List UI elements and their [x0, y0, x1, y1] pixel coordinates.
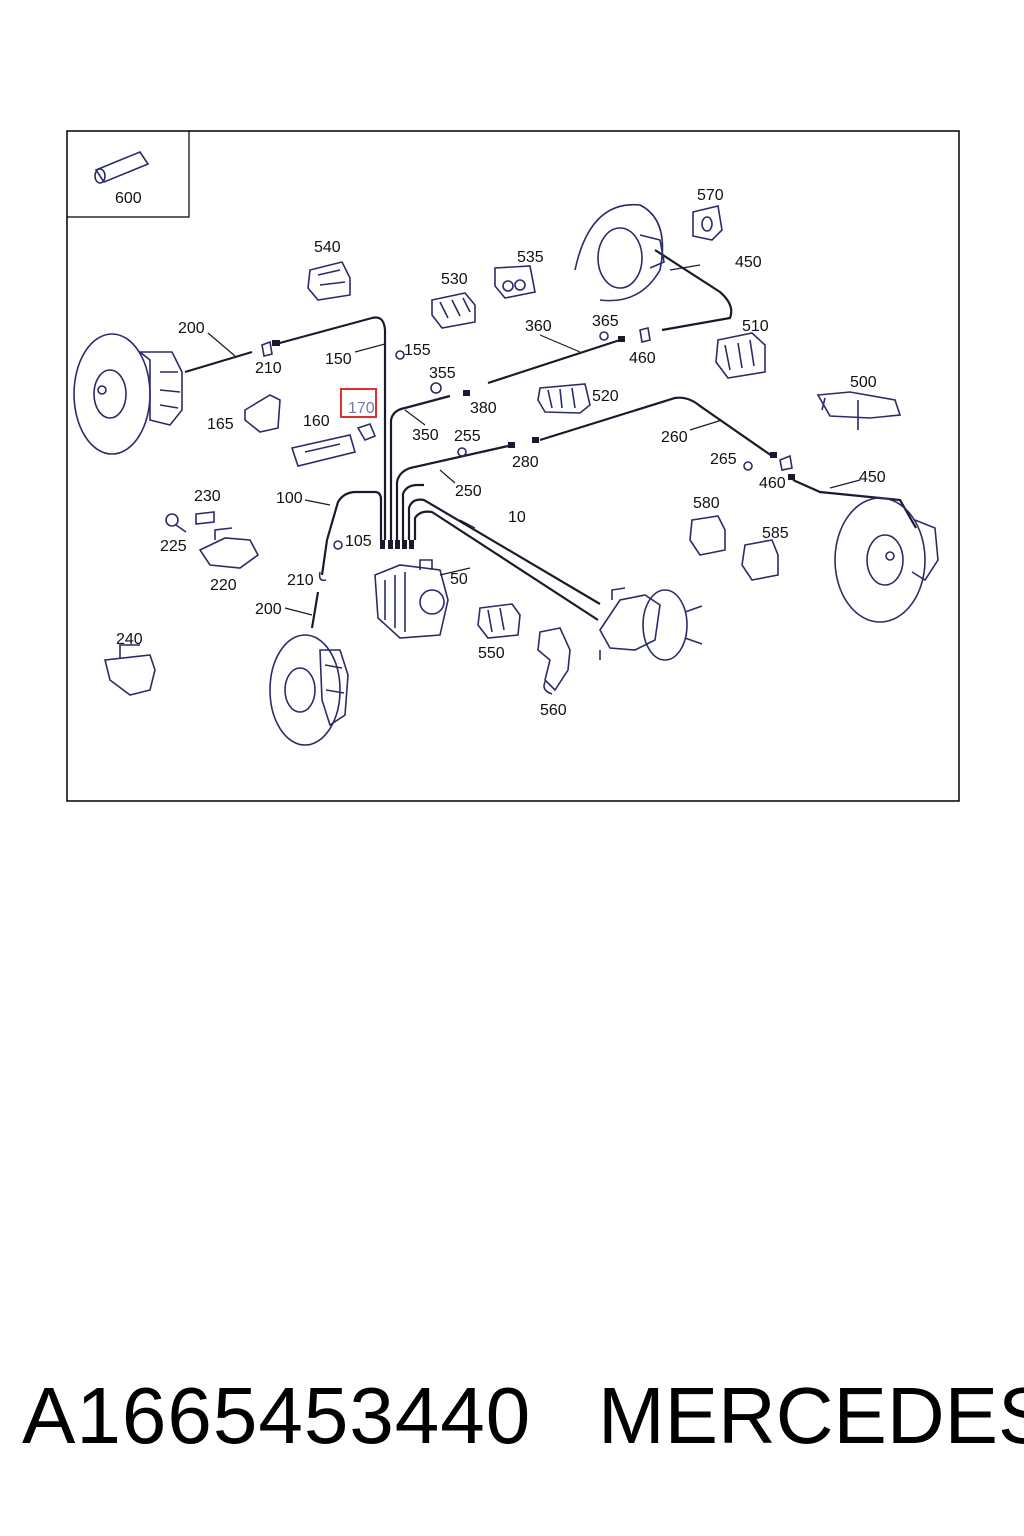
master-cylinder-booster: [599, 587, 703, 661]
callout-350: 350: [412, 427, 439, 444]
brake-line-diagram: 600: [66, 130, 960, 802]
callout-150: 150: [325, 351, 352, 368]
callout-200-lower: 200: [255, 601, 282, 618]
callout-260: 260: [661, 429, 688, 446]
brand-name: MERCEDES: [598, 1371, 1024, 1460]
bracket-560: [537, 627, 571, 695]
callout-labels: 10 50 100 105 150 155 160 165 170 200 20…: [116, 187, 886, 719]
abs-unit: [374, 559, 449, 639]
callout-535: 535: [517, 249, 544, 266]
callout-570: 570: [697, 187, 724, 204]
plate-160: [290, 434, 357, 467]
callout-105: 105: [345, 533, 372, 550]
clip-170: [356, 423, 377, 441]
front-left-disc: [73, 333, 183, 455]
module-585: [741, 539, 779, 581]
bracket-240: [104, 644, 156, 696]
module-570: [692, 205, 723, 241]
callout-210-lower: 210: [287, 572, 314, 589]
callout-50: 50: [450, 571, 468, 588]
inset-sleeve-icon: [94, 151, 150, 184]
module-520: [537, 383, 591, 414]
front-right-disc: [269, 634, 349, 746]
callout-170: 170: [348, 400, 375, 417]
callout-250: 250: [455, 483, 482, 500]
callout-380: 380: [470, 400, 497, 417]
callout-355: 355: [429, 365, 456, 382]
callout-165: 165: [207, 416, 234, 433]
bracket-220: [198, 527, 260, 569]
diagram-frame: [66, 130, 960, 802]
bolts: [165, 331, 753, 550]
rear-upper-disc: [574, 203, 665, 302]
callout-230: 230: [194, 488, 221, 505]
callout-210-upper: 210: [255, 360, 282, 377]
leader-lines: [207, 264, 861, 616]
module-535: [494, 265, 536, 299]
module-550: [477, 603, 521, 639]
module-510: [715, 332, 766, 379]
module-530: [431, 292, 476, 329]
inset-box: [67, 131, 190, 218]
callout-155: 155: [404, 342, 431, 359]
sensor-500: [816, 391, 902, 430]
rear-lower-disc: [834, 497, 939, 623]
callout-160: 160: [303, 413, 330, 430]
callout-585: 585: [762, 525, 789, 542]
footer-caption: A1665453440 MERCEDES: [0, 1370, 1024, 1470]
callout-225: 225: [160, 538, 187, 555]
highlight-box-170: [340, 388, 377, 418]
callout-240: 240: [116, 631, 143, 648]
callout-220: 220: [210, 577, 237, 594]
callout-580: 580: [693, 495, 720, 512]
callout-510: 510: [742, 318, 769, 335]
callout-450-lower: 450: [859, 469, 886, 486]
callout-265: 265: [710, 451, 737, 468]
bracket-165: [244, 394, 281, 433]
callout-460-lower: 460: [759, 475, 786, 492]
callout-255: 255: [454, 428, 481, 445]
callout-530: 530: [441, 271, 468, 288]
brake-pipes: [184, 249, 917, 629]
callout-560: 560: [540, 702, 567, 719]
callout-100: 100: [276, 490, 303, 507]
callout-365: 365: [592, 313, 619, 330]
callout-280: 280: [512, 454, 539, 471]
inset-label: 600: [115, 190, 142, 207]
part-number: A1665453440: [22, 1371, 532, 1460]
callout-450-upper: 450: [735, 254, 762, 271]
callout-500: 500: [850, 374, 877, 391]
module-540: [307, 261, 351, 301]
clips-210-460: [195, 327, 793, 582]
callout-550: 550: [478, 645, 505, 662]
callout-360: 360: [525, 318, 552, 335]
module-580: [689, 515, 726, 556]
callout-460-upper: 460: [629, 350, 656, 367]
callout-10: 10: [508, 509, 526, 526]
callout-540: 540: [314, 239, 341, 256]
callout-200-upper: 200: [178, 320, 205, 337]
callout-520: 520: [592, 388, 619, 405]
pipe-fittings: [272, 336, 795, 549]
